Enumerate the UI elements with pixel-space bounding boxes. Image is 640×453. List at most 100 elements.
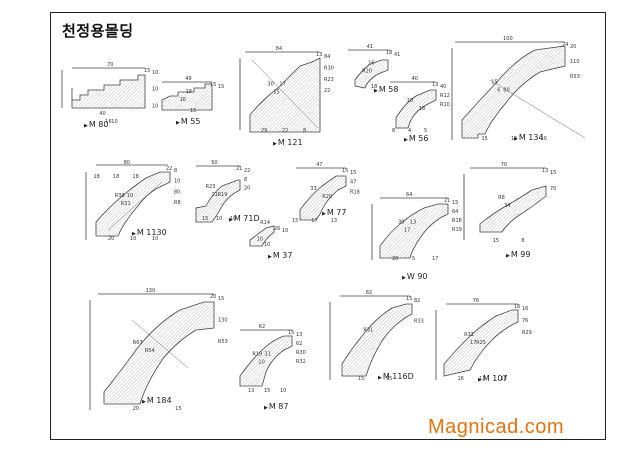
profile-m107-drawing — [435, 303, 519, 380]
profile-label: ▶M 99 — [506, 250, 531, 259]
dimension-value: 40 — [412, 76, 418, 82]
dimension-value: R23 — [324, 77, 334, 83]
dimension-value: R33 — [414, 318, 424, 324]
page-frame — [50, 12, 606, 440]
profile-label: ▶M 134 — [514, 133, 544, 142]
profile-code: M 80 — [88, 120, 109, 129]
dimension-value: 62 — [259, 324, 265, 330]
dimension-value: 47 — [350, 180, 356, 186]
profile-label: ▶M 116D — [378, 372, 414, 381]
dimension-value: 18 — [419, 106, 425, 112]
dimension-value: R31 — [464, 332, 474, 338]
dimension-value: 82 — [414, 298, 420, 304]
dimension-value: 15 — [288, 330, 294, 336]
dimension-value: 15 — [406, 296, 412, 302]
dimension-value: 15 — [218, 84, 224, 90]
profile-m58-drawing — [348, 49, 390, 89]
profile-code: M 184 — [146, 396, 172, 405]
dimension-value: 17 — [432, 256, 438, 262]
dimension-value: 10 — [152, 87, 158, 93]
dimension-value: 17 — [311, 218, 317, 224]
dimension-value: R19 — [218, 192, 228, 198]
dimension-value: 20 — [244, 186, 250, 192]
dimension-value: 13 — [432, 82, 438, 88]
dimension-value: 15 — [202, 216, 208, 222]
dimension-value: R67 — [133, 340, 143, 346]
dimension-value: R25 — [476, 340, 486, 346]
dimension-value: 16 — [180, 97, 186, 103]
dimension-value: 10 — [258, 360, 264, 366]
dimension-value: 130 — [218, 317, 228, 323]
profile-label: ▶M 56 — [404, 134, 429, 143]
dimension-value: 13 — [248, 388, 254, 394]
dimension-value: 64 — [406, 192, 412, 198]
dimension-value: 41 — [367, 44, 373, 50]
dimension-value: 21 — [444, 198, 450, 204]
dimension-value: R20 — [322, 194, 332, 200]
profile-label: ▶M 184 — [142, 396, 172, 405]
profile-label: ▶M 80 — [84, 120, 109, 129]
dimension-value: 21 — [212, 192, 218, 198]
profile-code: M 56 — [408, 134, 429, 143]
dimension-value: R8 — [174, 200, 181, 206]
profile-m71d-drawing — [195, 165, 241, 223]
dimension-value: 15 — [144, 68, 150, 74]
profile-code: M 37 — [272, 251, 293, 260]
dimension-value: R10 — [440, 102, 450, 108]
dimension-value: 30 — [267, 82, 273, 88]
profile-m134-drawing — [451, 41, 586, 140]
profile-code: M 87 — [268, 402, 289, 411]
profile-label: ▶M 1130 — [132, 228, 167, 237]
dimension-value: 24 — [562, 42, 568, 48]
profile-label: ▶W 90 — [402, 272, 428, 281]
profile-m87-drawing — [239, 329, 293, 387]
dimension-value: 26 — [274, 226, 280, 232]
dimension-value: 47 — [316, 162, 322, 168]
dimension-value: 8 — [521, 238, 524, 244]
dimension-value: 18 — [386, 50, 392, 56]
dimension-value: R19 — [252, 352, 262, 358]
dimension-value: 16 — [522, 306, 528, 312]
dimension-value: 15 — [493, 238, 499, 244]
dimension-value: 15 — [175, 406, 181, 412]
profile-w90-drawing — [371, 197, 449, 260]
dimension-value: 8 — [244, 177, 247, 183]
dimension-value: 62 — [296, 341, 302, 347]
profile-m77-drawing — [296, 167, 347, 221]
dimension-value: 15 — [210, 82, 216, 88]
dimension-value: 10 — [111, 119, 117, 125]
dimension-value: 15 — [350, 170, 356, 176]
dimension-value: R19 — [452, 227, 462, 233]
dimension-value: 13 — [316, 52, 322, 58]
profile-m121-drawing — [239, 51, 321, 133]
dimension-value: R12 — [440, 93, 450, 99]
dimension-value: 31 — [264, 352, 270, 358]
profile-code: M 71D — [233, 214, 260, 223]
profile-label: ▶M 121 — [273, 138, 303, 147]
dimension-value: 5 — [412, 256, 415, 262]
dimension-value: 22 — [282, 128, 288, 134]
dimension-value: 13 — [410, 220, 416, 226]
profile-m184-drawing — [89, 293, 215, 410]
profile-code: M 77 — [326, 208, 347, 217]
dimension-value: R18 — [452, 218, 462, 224]
profile-label: ▶M 77 — [322, 208, 347, 217]
dimension-value: 18 — [371, 84, 377, 90]
dimension-value: 15 — [273, 90, 279, 96]
dimension-value: R38 — [115, 193, 125, 199]
profile-code: M 121 — [277, 138, 303, 147]
dimension-value: 15 — [491, 80, 497, 86]
dimension-value: R18 — [350, 189, 360, 195]
dimension-value: 5 — [424, 128, 427, 134]
dimension-value: 15 — [292, 218, 298, 224]
dimension-value: 10 — [174, 179, 180, 185]
dimension-value: 17 — [404, 228, 410, 234]
dimension-value: R31 — [121, 201, 131, 207]
dimension-value: R8 — [498, 195, 505, 201]
dimension-value: 6 — [497, 88, 500, 94]
dimension-value: 84 — [276, 46, 282, 52]
profile-label: ▶M 87 — [264, 402, 289, 411]
profile-label: ▶M 71D — [229, 214, 260, 223]
dimension-value: 40 — [99, 111, 105, 117]
